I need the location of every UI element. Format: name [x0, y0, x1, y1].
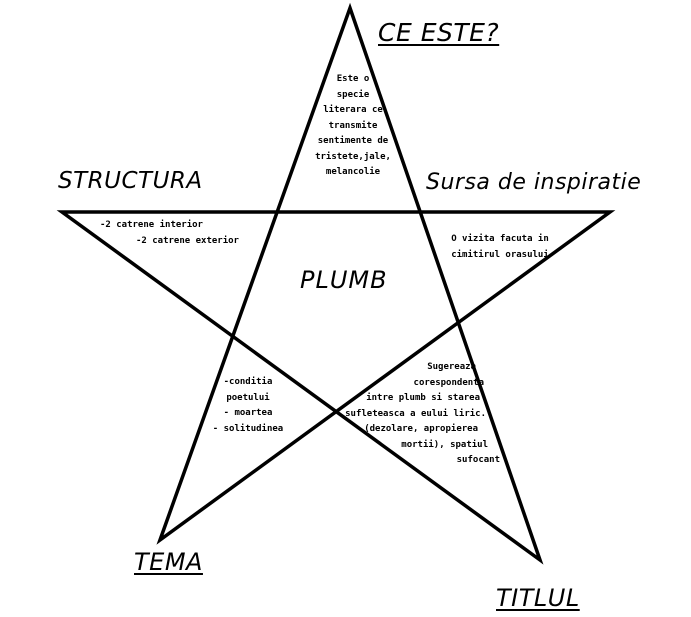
- note-line: -conditia: [223, 377, 273, 387]
- note-titlul: Sugereaza corespondenta intre plumb si s…: [338, 360, 500, 469]
- note-line: mortii), spatiul: [401, 439, 488, 450]
- note-line: -2 catrene exterior: [136, 235, 239, 246]
- note-structura: -2 catrene interior -2 catrene exterior: [100, 218, 260, 249]
- heading-structura: STRUCTURA: [58, 168, 203, 194]
- note-line: sentimente de: [317, 136, 389, 146]
- note-line: tristete,jale,: [315, 151, 391, 162]
- note-line: corespondenta: [413, 377, 484, 388]
- note-line: poetului: [226, 392, 270, 403]
- center-title: PLUMB: [300, 266, 388, 294]
- heading-titlul: TITLUL: [496, 584, 580, 612]
- heading-ce-este: CE ESTE?: [378, 18, 500, 47]
- heading-tema: TEMA: [134, 548, 203, 576]
- note-line: cimitirul orasului: [451, 249, 549, 260]
- note-line: Este o: [336, 74, 370, 84]
- note-line: sufocant: [456, 455, 500, 465]
- note-line: (dezolare, apropierea: [364, 424, 478, 434]
- note-tema: -conditia poetului - moartea - solitudin…: [204, 375, 292, 437]
- note-ce-este: Este o specie literara ce transmite sent…: [308, 72, 398, 181]
- note-line: - solitudinea: [212, 423, 284, 434]
- note-line: specie: [336, 89, 370, 100]
- note-line: melancolie: [325, 167, 381, 177]
- star-outline: [56, 2, 616, 565]
- note-line: -2 catrene interior: [100, 220, 203, 230]
- note-line: - moartea: [223, 408, 273, 418]
- heading-sursa-de-inspiratie: Sursa de inspiratie: [426, 170, 642, 195]
- note-line: Sugereaza: [427, 362, 476, 372]
- note-line: sufleteasca a eului liric.: [345, 408, 486, 419]
- note-line: intre plumb si starea: [366, 393, 480, 403]
- note-sursa-de-inspiratie: O vizita facuta in cimitirul orasului: [440, 232, 560, 263]
- note-line: O vizita facuta in: [451, 234, 549, 244]
- note-line: transmite: [328, 120, 378, 131]
- note-line: literara ce: [323, 105, 383, 115]
